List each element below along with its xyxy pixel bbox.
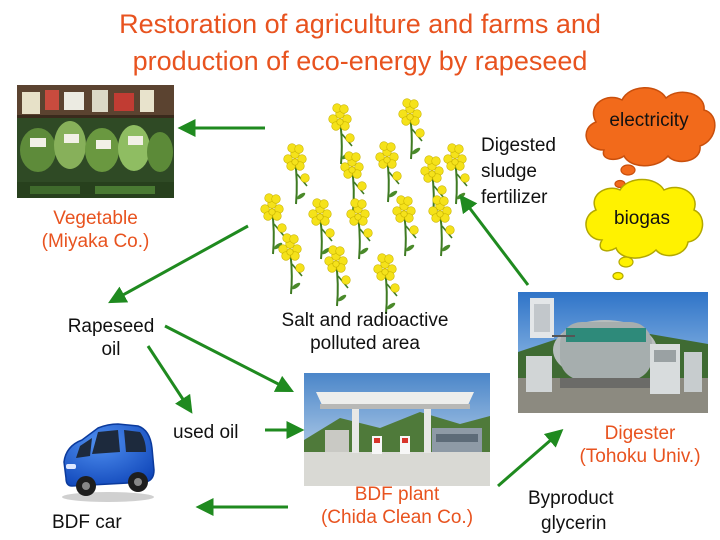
electricity-cloud: electricity [585, 87, 716, 189]
vegetable-label: Vegetable (Miyaka Co.) [18, 207, 173, 253]
polluted-area-line-2: polluted area [310, 333, 420, 354]
flower-sprig [283, 143, 310, 205]
arrow-oil-to-plant [164, 324, 295, 393]
flower-sprig [443, 143, 470, 205]
flower-sprig [375, 141, 402, 203]
rapeseed-oil-label: Rapeseed oil [50, 315, 172, 361]
byproduct-line-2: glycerin [541, 513, 607, 534]
arrow-to-fertilizer [459, 194, 530, 286]
biogas-cloud: biogas [585, 178, 704, 281]
arrow-glycerin-to-digester [497, 429, 564, 488]
flower-sprig [324, 245, 351, 307]
title-line-2: production of eco-energy by rapeseed [132, 46, 588, 76]
digester-photo [518, 292, 708, 413]
bdf-plant-label: BDF plant (Chida Clean Co.) [292, 483, 502, 529]
flower-sprig [278, 233, 305, 295]
bdf-car-label: BDF car [52, 512, 122, 533]
flower-sprig [428, 195, 455, 257]
fertilizer-label: Digested sludge fertilizer [481, 133, 556, 211]
fertilizer-line-2: sludge [481, 161, 537, 182]
vegetable-label-line-2: (Miyaka Co.) [41, 231, 150, 252]
flower-sprig [392, 195, 419, 257]
byproduct-line-1: Byproduct [528, 488, 614, 509]
title-line-1: Restoration of agriculture and farms and [119, 9, 601, 39]
vegetable-label-line-1: Vegetable [53, 208, 138, 229]
bdf-plant-line-1: BDF plant [354, 484, 440, 505]
flower-sprig [260, 193, 287, 255]
byproduct-glycerin-label: Byproduct glycerin [528, 486, 614, 536]
flower-sprig [308, 198, 335, 260]
fertilizer-line-3: fertilizer [481, 187, 548, 208]
arrow-oil-to-used [146, 345, 193, 414]
rapeseed-oil-line-1: Rapeseed [67, 316, 155, 337]
vegetable-photo [17, 85, 174, 198]
used-oil-label: used oil [173, 422, 239, 443]
rapeseed-flowers [260, 98, 470, 315]
flower-sprig [340, 151, 367, 213]
fertilizer-line-1: Digested [481, 135, 556, 156]
flow-arrows [108, 119, 564, 516]
flower-sprig [373, 253, 400, 315]
flower-sprig [420, 155, 447, 217]
arrow-to-rapeseed-oil [108, 224, 249, 304]
digester-line-1: Digester [604, 423, 676, 444]
digester-label: Digester (Tohoku Univ.) [560, 422, 720, 468]
flower-sprig [346, 198, 373, 260]
electricity-label: electricity [609, 110, 689, 131]
rapeseed-oil-line-2: oil [101, 339, 121, 360]
bdf-car-icon [62, 423, 155, 502]
flower-sprig [398, 98, 425, 160]
polluted-area-line-1: Salt and radioactive [281, 310, 449, 331]
slide-title: Restoration of agriculture and farms and… [0, 6, 720, 80]
digester-line-2: (Tohoku Univ.) [579, 446, 701, 467]
bdf-plant-line-2: (Chida Clean Co.) [320, 507, 474, 528]
biogas-label: biogas [614, 208, 670, 229]
polluted-area-label: Salt and radioactive polluted area [252, 309, 478, 355]
bdf-plant-photo [304, 373, 490, 486]
